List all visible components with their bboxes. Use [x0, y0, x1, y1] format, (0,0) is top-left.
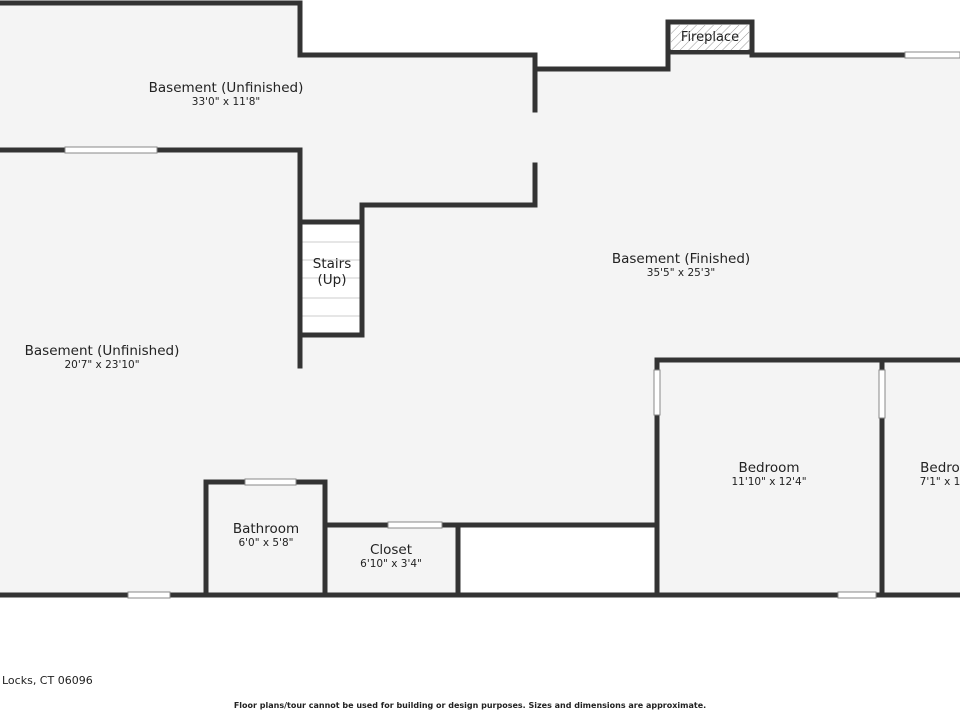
- room-name: Bathroom: [232, 521, 300, 537]
- room-sub: (Up): [317, 272, 347, 288]
- room-label-basement-unfinished-top: Basement (Unfinished) 33'0" x 11'8": [149, 80, 304, 108]
- address: Locks, CT 06096: [2, 674, 93, 687]
- room-name: Basement (Finished): [611, 251, 751, 267]
- room-dims: 7'1" x 1: [919, 476, 960, 488]
- room-label-basement-finished: Basement (Finished) 35'5" x 25'3": [612, 251, 750, 279]
- room-name: Basement (Unfinished): [148, 80, 304, 96]
- room-name: Basement (Unfinished): [24, 343, 180, 359]
- room-label-bathroom: Bathroom 6'0" x 5'8": [233, 521, 299, 549]
- room-label-bedroom: Bedroom 11'10" x 12'4": [731, 460, 806, 488]
- room-dims: 6'0" x 5'8": [238, 537, 294, 549]
- windows: [64, 51, 960, 599]
- floor-fill: [0, 3, 960, 595]
- room-dims: 11'10" x 12'4": [731, 476, 807, 488]
- room-name: Stairs: [312, 256, 352, 272]
- room-dims: 6'10" x 3'4": [360, 558, 422, 570]
- room-name: Closet: [369, 542, 413, 558]
- room-label-stairs: Stairs (Up): [313, 256, 351, 288]
- walls: [0, 0, 960, 598]
- disclaimer: Floor plans/tour cannot be used for buil…: [233, 701, 707, 710]
- fireplace-hatch: [671, 25, 749, 50]
- fireplace-label: Fireplace: [680, 30, 740, 45]
- room-name: Bedroom: [738, 460, 800, 476]
- room-label-closet: Closet 6'10" x 3'4": [360, 542, 422, 570]
- room-name: Bedro: [920, 460, 960, 476]
- room-label-basement-unfinished-left: Basement (Unfinished) 20'7" x 23'10": [25, 343, 180, 371]
- room-dims: 20'7" x 23'10": [64, 359, 140, 371]
- room-dims: 35'5" x 25'3": [646, 267, 716, 279]
- room-dims: 33'0" x 11'8": [191, 96, 261, 108]
- stair-treads: [302, 241, 360, 317]
- room-label-bedroom-2: Bedro 7'1" x 1: [920, 460, 960, 488]
